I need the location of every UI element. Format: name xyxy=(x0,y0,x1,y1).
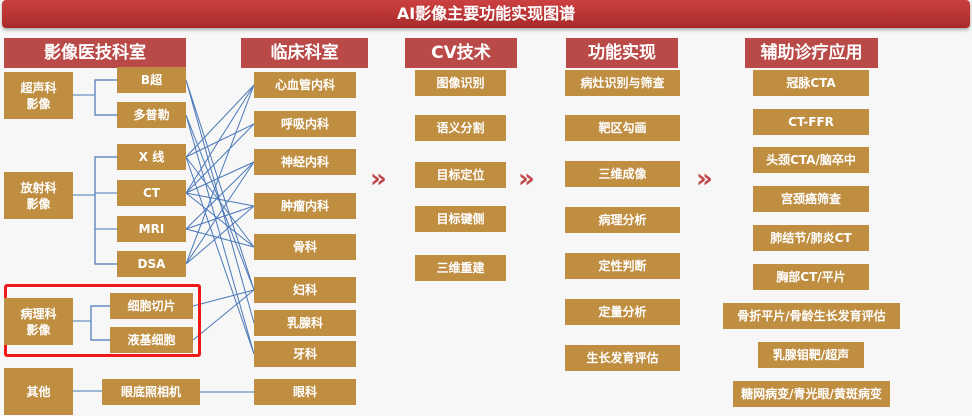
header-clinical: 临床科室 xyxy=(241,38,368,68)
item-liquid-cell: 液基细胞 xyxy=(110,327,193,353)
connection-line xyxy=(185,161,255,265)
group-radiology: 放射科影像 xyxy=(4,172,73,219)
function-item: 病灶识别与筛查 xyxy=(565,70,680,96)
clinical-dept-item: 神经内科 xyxy=(254,149,356,175)
application-item: CT-FFR xyxy=(753,109,869,135)
clinical-dept-item: 乳腺科 xyxy=(254,310,356,336)
group-pathology: 病理科影像 xyxy=(4,298,73,345)
application-item: 糖网病变/青光眼/黄斑病变 xyxy=(733,381,890,407)
connection-line xyxy=(185,205,255,265)
cv-tech-item: 目标键侧 xyxy=(415,206,506,232)
item-ct: CT xyxy=(117,180,186,206)
application-item: 宫颈癌筛查 xyxy=(753,186,869,212)
item-mri: MRI xyxy=(117,216,186,242)
bracket-line xyxy=(90,305,110,341)
cv-tech-item: 图像识别 xyxy=(415,70,506,96)
chevron-arrow-icon: » xyxy=(370,164,387,194)
connection-line xyxy=(185,205,255,230)
connection-line xyxy=(185,156,255,355)
bracket-line xyxy=(94,79,117,116)
connection-line xyxy=(192,289,255,341)
connection-line xyxy=(185,84,255,265)
connection-line xyxy=(192,289,255,307)
function-item: 病理分析 xyxy=(565,207,680,233)
cv-tech-item: 语义分割 xyxy=(415,115,506,141)
connection-line xyxy=(185,161,255,230)
function-item: 生长发育评估 xyxy=(565,345,680,371)
application-item: 头颈CTA/脑卒中 xyxy=(753,147,869,173)
clinical-dept-item: 骨科 xyxy=(254,234,356,260)
application-item: 肺结节/肺炎CT xyxy=(753,225,869,251)
item-fundus-camera: 眼底照相机 xyxy=(102,379,200,405)
clinical-dept-item: 呼吸内科 xyxy=(254,111,356,137)
connection-line xyxy=(185,79,255,291)
function-item: 三维成像 xyxy=(565,161,680,187)
cv-tech-item: 目标定位 xyxy=(415,162,506,188)
connection-line xyxy=(185,156,255,248)
connection-line xyxy=(185,84,255,158)
item-xray: X 线 xyxy=(117,144,186,170)
function-item: 靶区勾画 xyxy=(565,115,680,141)
group-other: 其他 xyxy=(4,368,73,415)
connection-line xyxy=(185,228,255,248)
function-item: 定性判断 xyxy=(565,253,680,279)
diagram-title: AI影像主要功能实现图谱 xyxy=(2,0,970,28)
connection-line xyxy=(185,192,255,248)
clinical-dept-item: 妇科 xyxy=(254,277,356,303)
header-application: 辅助诊疗应用 xyxy=(745,38,878,68)
function-item: 定量分析 xyxy=(565,299,680,325)
connection-line xyxy=(185,161,255,194)
application-item: 冠脉CTA xyxy=(753,70,869,96)
application-item: 乳腺钼靶/超声 xyxy=(758,342,864,368)
connection-line xyxy=(185,123,255,194)
connection-line xyxy=(185,192,255,207)
application-item: 骨折平片/骨龄生长发育评估 xyxy=(723,303,900,329)
header-function: 功能实现 xyxy=(566,38,678,68)
item-b-ultrasound: B超 xyxy=(117,67,186,93)
chevron-arrow-icon: » xyxy=(518,164,535,194)
connection-line xyxy=(185,123,255,158)
connection-line xyxy=(185,84,255,194)
clinical-dept-item: 肿瘤内科 xyxy=(254,193,356,219)
clinical-dept-item: 牙科 xyxy=(254,341,356,367)
item-dsa: DSA xyxy=(117,251,186,277)
chevron-arrow-icon: » xyxy=(696,164,713,194)
cv-tech-item: 三维重建 xyxy=(415,255,506,281)
header-imaging: 影像医技科室 xyxy=(4,38,186,68)
clinical-dept-item: 眼科 xyxy=(254,379,356,405)
clinical-dept-item: 心血管内科 xyxy=(254,72,356,98)
group-ultrasound: 超声科影像 xyxy=(4,72,73,119)
bracket-line xyxy=(94,156,117,265)
item-cell-slice: 细胞切片 xyxy=(110,293,193,319)
header-cv: CV技术 xyxy=(405,38,517,68)
application-item: 胸部CT/平片 xyxy=(753,264,869,290)
item-doppler: 多普勒 xyxy=(117,102,186,128)
